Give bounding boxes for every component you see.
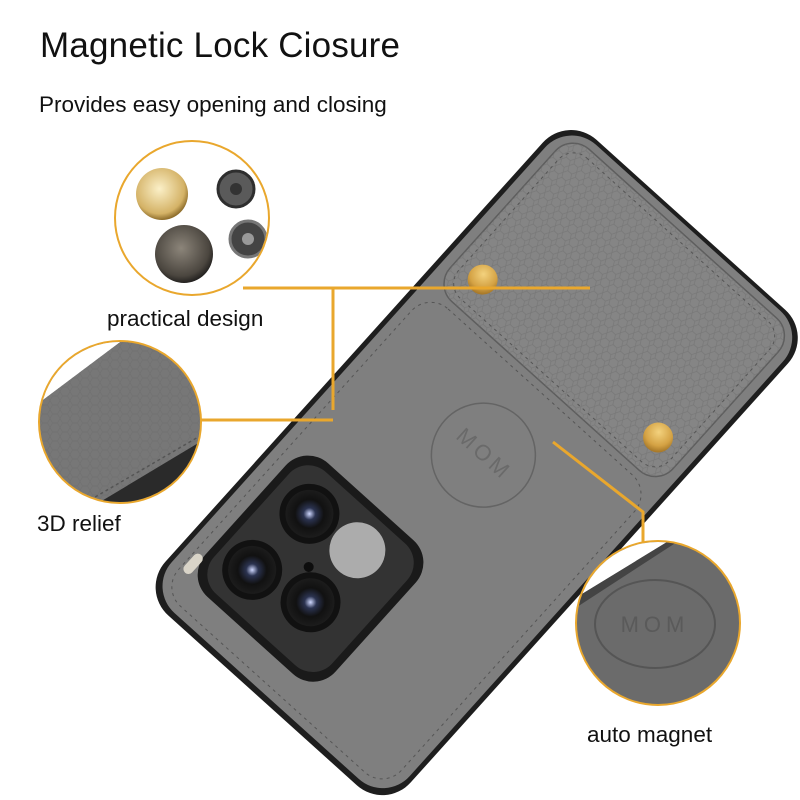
page-title: Magnetic Lock Ciosure: [40, 26, 401, 65]
snap-buttons-icon: [136, 168, 268, 283]
callout-label-3d-relief: 3D relief: [37, 511, 121, 536]
honeycomb-texture: [40, 342, 200, 502]
svg-text:MOM: MOM: [621, 612, 690, 637]
page-subtitle: Provides easy opening and closing: [39, 92, 387, 117]
magnet-emboss-logo: MOM: [577, 542, 716, 669]
callout-circle-magnet: MOM: [575, 540, 741, 706]
callout-circle-relief: [38, 340, 202, 504]
snap-button-right: [643, 422, 674, 453]
callout-label-auto-magnet: auto magnet: [587, 722, 713, 747]
callout-label-practical-design: practical design: [107, 306, 264, 331]
callout-circle-snaps: [114, 140, 270, 296]
